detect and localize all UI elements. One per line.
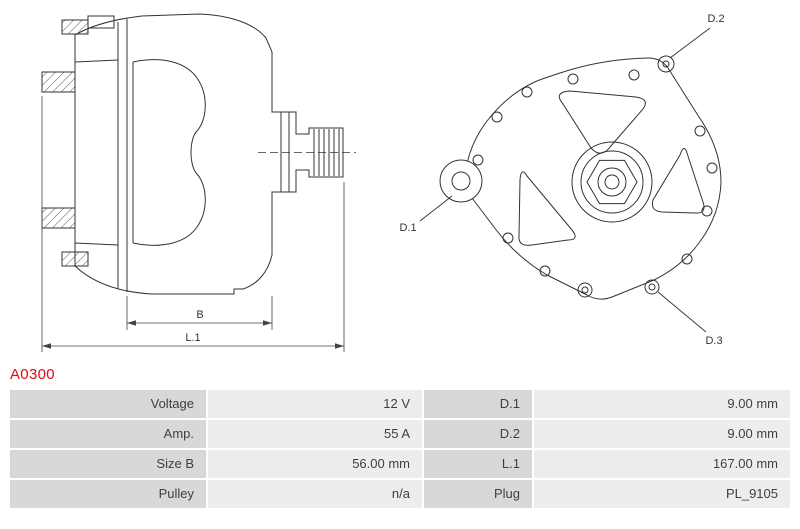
alternator-drawings: B L.1	[41, 13, 725, 352]
spec-label-amp: Amp.	[10, 420, 206, 448]
spec-value-pulley: n/a	[208, 480, 422, 508]
bottom-bolt	[577, 282, 593, 298]
bolt-hole-d3	[644, 279, 660, 295]
spec-value-d1: 9.00 mm	[534, 390, 790, 418]
dimension-label-d1: D.1	[399, 222, 416, 234]
part-number: A0300	[10, 366, 55, 383]
spec-value-size-b: 56.00 mm	[208, 450, 422, 478]
spec-value-d2: 9.00 mm	[534, 420, 790, 448]
alternator-side-view-drawing	[41, 13, 356, 295]
spec-table: Voltage 12 V D.1 9.00 mm Amp. 55 A D.2 9…	[10, 390, 790, 508]
spec-value-plug: PL_9105	[534, 480, 790, 508]
dimension-arrowheads	[42, 320, 344, 349]
spec-label-l1: L.1	[424, 450, 532, 478]
spec-value-amp: 55 A	[208, 420, 422, 448]
side-view-dimension-lines	[41, 96, 345, 352]
side-view-inner-casting	[132, 59, 206, 246]
spec-label-pulley: Pulley	[10, 480, 206, 508]
rear-view-leader-lines	[419, 27, 711, 333]
hub-hex-nut	[571, 141, 653, 223]
bolt-hole-d2	[657, 55, 675, 73]
side-view-body-outline	[74, 13, 344, 295]
alternator-rear-view-drawing	[439, 55, 722, 300]
mounting-boss-d1	[439, 159, 483, 203]
dimension-label-d2: D.2	[707, 13, 724, 25]
spec-label-d2: D.2	[424, 420, 532, 448]
spec-label-plug: Plug	[424, 480, 532, 508]
mounting-bolts-hatched	[41, 19, 89, 267]
dimension-label-l1: L.1	[185, 332, 200, 344]
rear-cover-outline	[465, 57, 722, 300]
dimension-label-b: B	[196, 309, 203, 321]
spec-value-voltage: 12 V	[208, 390, 422, 418]
spec-value-l1: 167.00 mm	[534, 450, 790, 478]
dimension-label-d3: D.3	[705, 335, 722, 347]
spec-label-size-b: Size B	[10, 450, 206, 478]
technical-drawing-panel: B L.1	[41, 13, 725, 352]
perimeter-holes	[472, 69, 718, 277]
spec-label-voltage: Voltage	[10, 390, 206, 418]
spec-label-d1: D.1	[424, 390, 532, 418]
